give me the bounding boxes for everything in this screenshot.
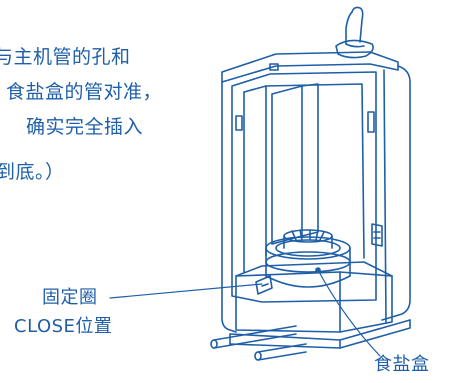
fixing-ring [255,275,273,295]
salt-box-label: 食盐盒 [374,354,430,375]
instruction-line-2: 食盐盒的管对准， [6,81,163,103]
bottom-pipes [210,325,307,361]
instruction-line-4: 到底。） [0,161,65,183]
salt-box-cylinder [265,229,351,288]
fixing-ring-label: 固定圈 [42,287,98,308]
instruction-line-1: 与主机管的孔和 [0,46,131,68]
instruction-line-3: 确实完全插入 [26,116,144,138]
machine-body [221,51,411,349]
top-pipe [335,6,374,59]
fixing-ring-leader-line [109,283,263,299]
fixing-ring-position-label: CLOSE位置 [14,316,113,337]
salt-box-leader-line [317,269,381,357]
